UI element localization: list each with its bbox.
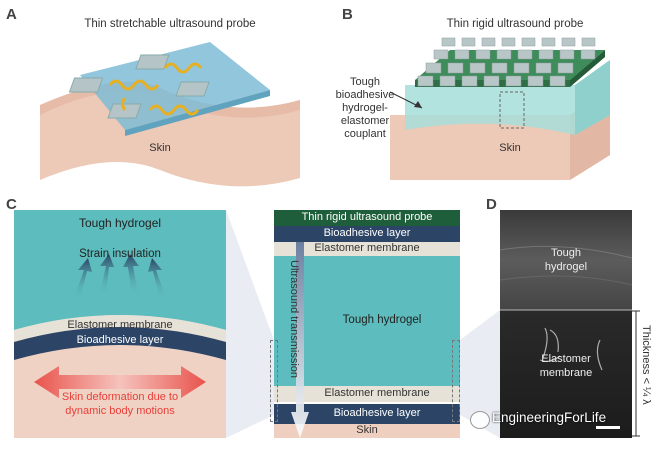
layer-bioadhesive-bottom-label: Bioadhesive layer: [333, 407, 421, 419]
right-zoom-connector: [460, 310, 500, 438]
panel-a-label: A: [6, 6, 17, 23]
layer-probe: [274, 210, 460, 226]
panel-c-hydrogel-label: Tough hydrogel: [78, 216, 162, 230]
thickness-label: Thickness < ¼ λ: [640, 325, 652, 405]
layer-probe-label: Thin rigid ultrasound probe: [301, 211, 433, 223]
layer-membrane-top-label: Elastomer membrane: [314, 242, 420, 254]
panel-d-sem-image: [500, 210, 632, 438]
layer-membrane-top: [274, 242, 460, 256]
layer-skin-label: Skin: [356, 424, 378, 436]
wechat-icon: [470, 411, 490, 429]
zoom-box-left: [270, 340, 278, 422]
layer-bioadhesive-bottom: [274, 404, 460, 424]
panel-c-bioadhesive-label: Bioadhesive layer: [76, 334, 164, 346]
panel-b-illustration: [389, 37, 610, 180]
strain-arrows: [74, 254, 166, 300]
watermark: EngineeringForLife: [470, 410, 630, 430]
panel-c-membrane-label: Elastomer membrane: [67, 319, 173, 331]
watermark-text: EngineeringForLife: [492, 410, 607, 425]
panel-d-membrane-label: Elastomer membrane: [539, 353, 593, 379]
thickness-bracket: [632, 310, 640, 437]
ultrasound-transmission-label: Ultrasound transmission: [288, 260, 300, 378]
panel-a-illustration: [40, 42, 300, 187]
panel-a-skin-label: Skin: [149, 142, 171, 154]
layer-hydrogel: [274, 256, 460, 386]
panel-b-skin-label: Skin: [499, 142, 521, 154]
panel-c-label: C: [6, 196, 17, 213]
panel-a-title: Thin stretchable ultrasound probe: [84, 18, 256, 30]
panel-b-couplant-label: Tough bioadhesive hydrogel- elastomer co…: [335, 76, 395, 140]
layer-bioadhesive-top: [274, 226, 460, 242]
layer-bioadhesive-top-label: Bioadhesive layer: [323, 227, 411, 239]
panel-b-title: Thin rigid ultrasound probe: [446, 18, 584, 30]
layer-skin: [274, 424, 460, 438]
layer-membrane-bottom: [274, 386, 460, 402]
panel-b-label: B: [342, 6, 353, 23]
panel-d-hydrogel-label: Tough hydrogel: [544, 247, 588, 273]
panel-c-strain-label: Strain insulation: [79, 248, 161, 260]
ultrasound-arrow: [291, 242, 309, 438]
layer-hydrogel-label: Tough hydrogel: [342, 314, 422, 326]
panel-c-deformation-label: Skin deformation due to dynamic body mot…: [61, 391, 179, 417]
zoom-box-right: [452, 340, 460, 422]
left-zoom-connector: [226, 210, 274, 438]
panel-d-label: D: [486, 196, 497, 213]
panel-c-illustration: [14, 210, 226, 438]
layer-membrane-bottom-label: Elastomer membrane: [324, 387, 430, 399]
